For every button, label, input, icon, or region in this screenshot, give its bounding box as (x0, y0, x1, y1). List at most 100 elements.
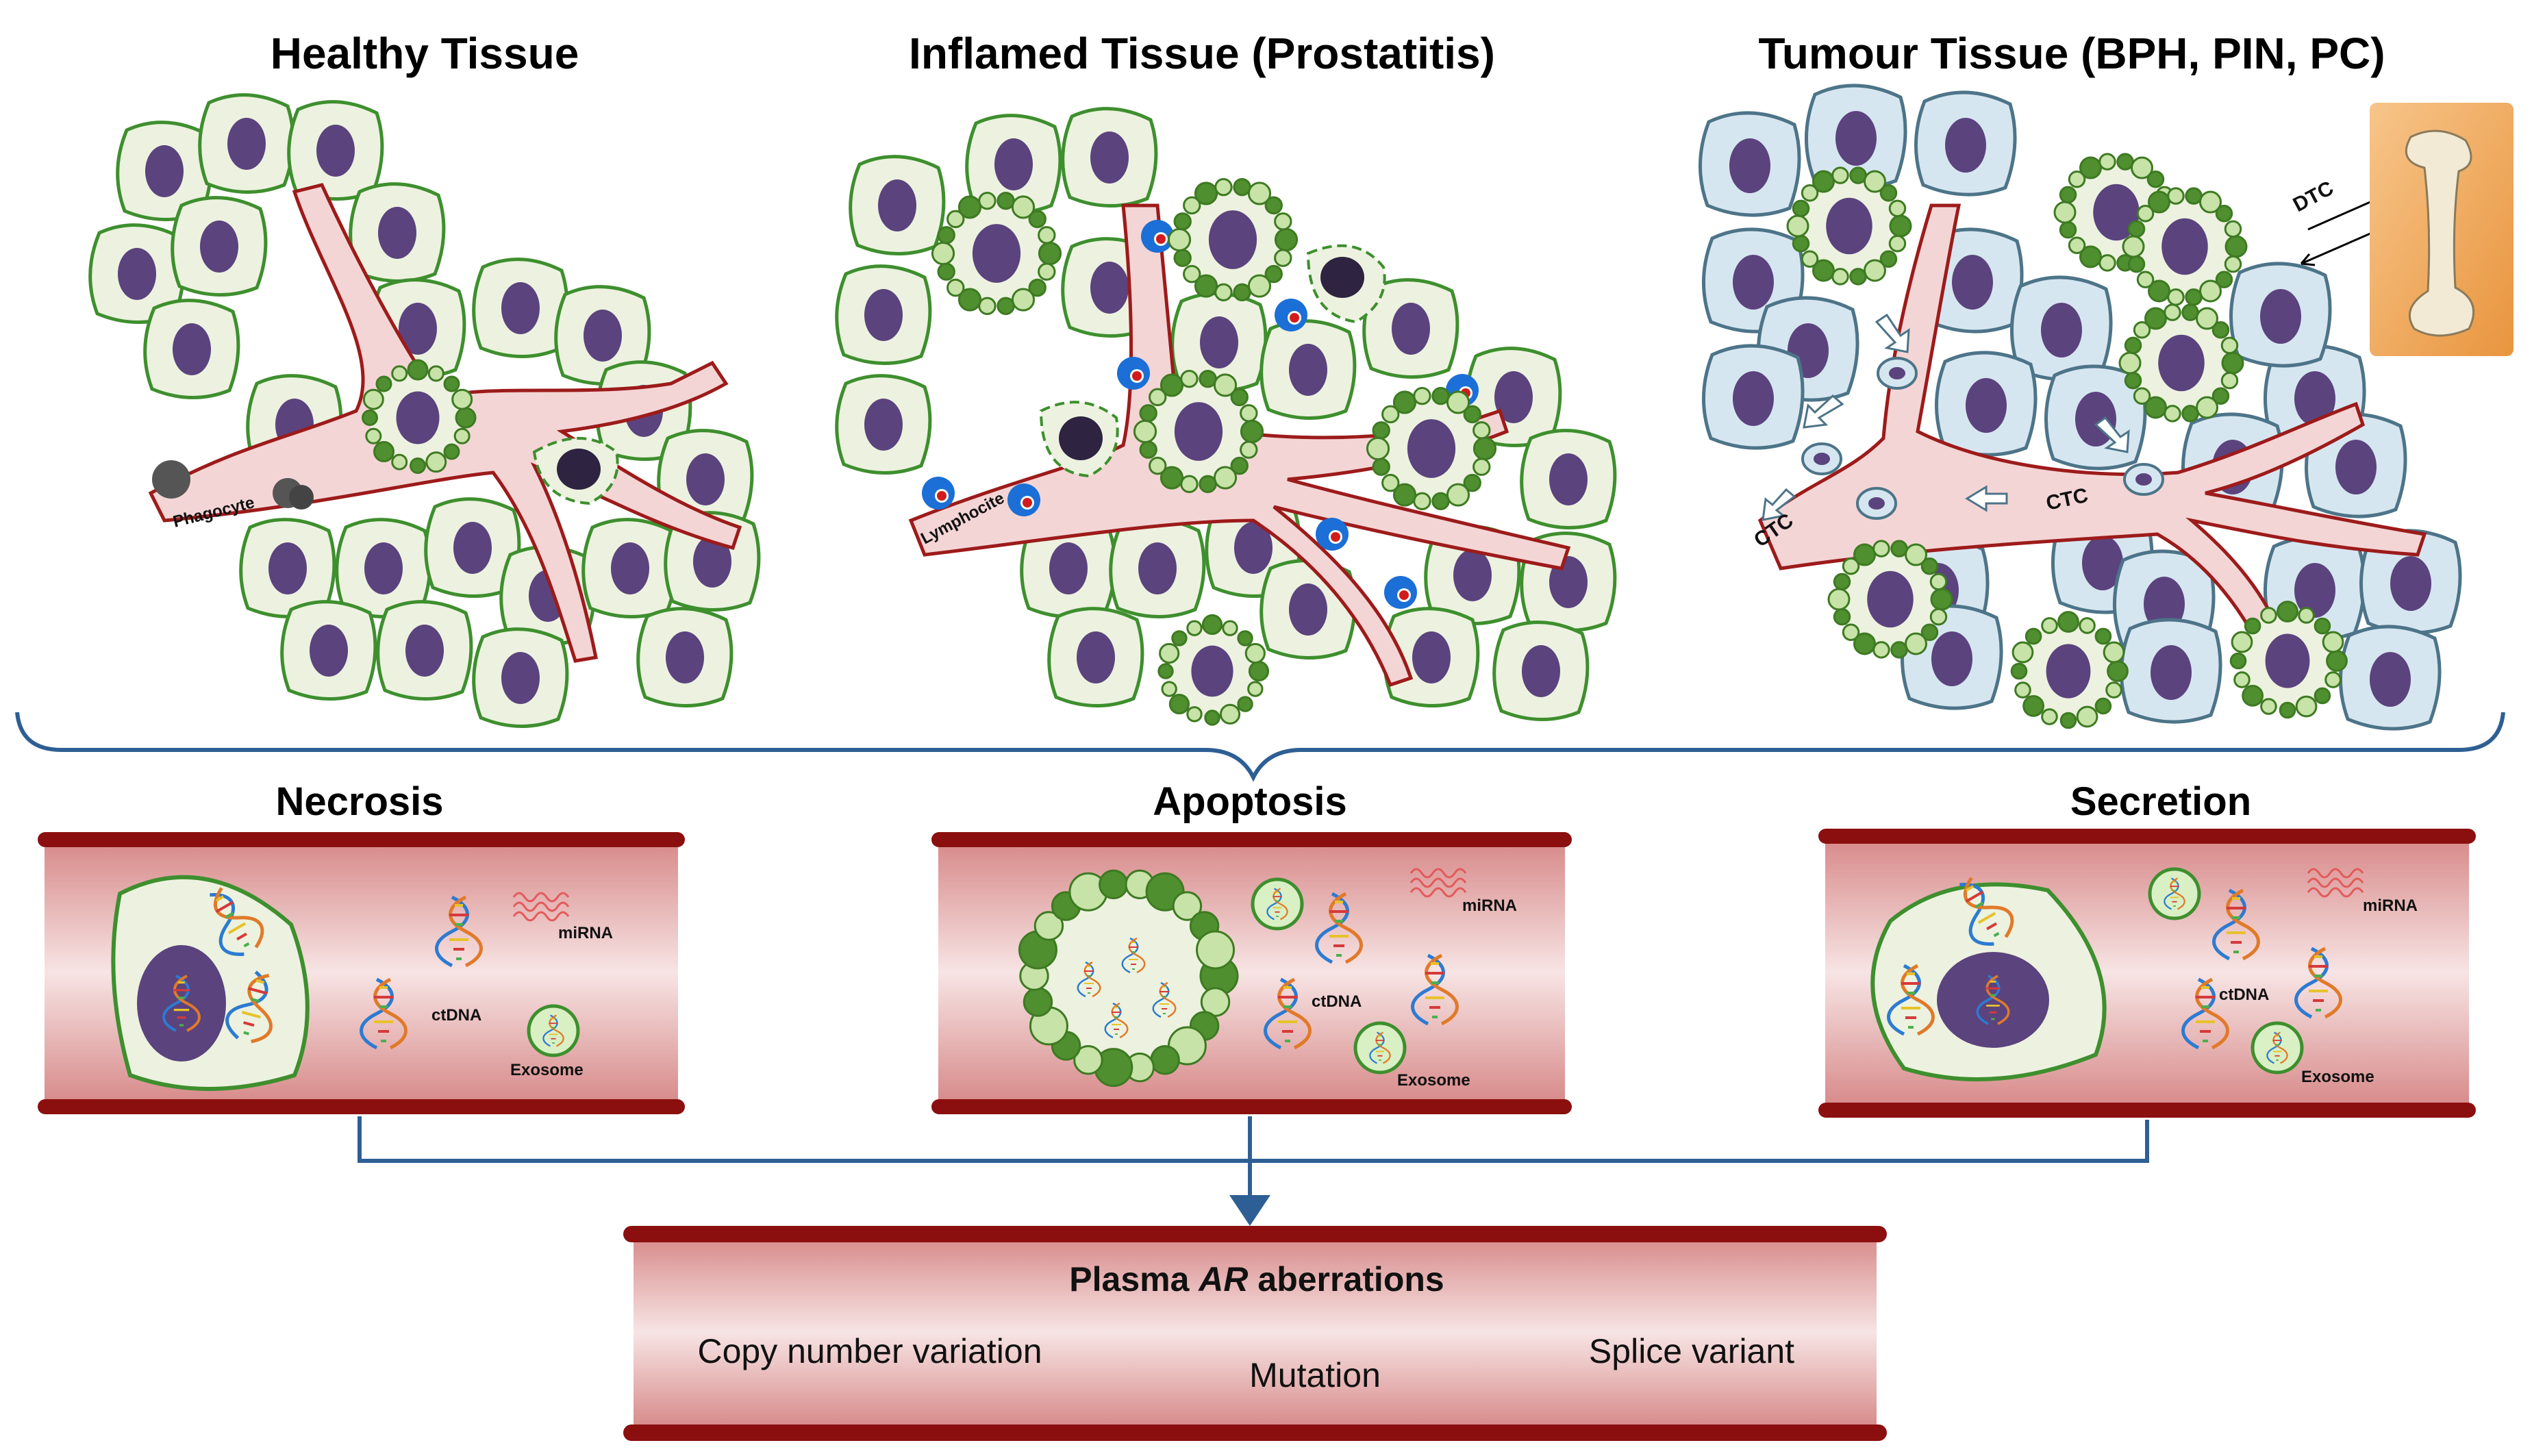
vesicle (391, 365, 408, 382)
vesicle (996, 297, 1015, 316)
vesicle (1366, 436, 1390, 461)
epithelial-cell (173, 198, 266, 295)
vesicle (1186, 620, 1203, 636)
vesicle (1233, 283, 1251, 302)
vesicle (1038, 262, 1056, 281)
vesicle (1879, 184, 1898, 202)
vesicle (1247, 681, 1264, 697)
vesicle (1194, 274, 1218, 298)
vesicle (2094, 697, 2112, 715)
vesicle (2215, 205, 2233, 223)
vesicle (1864, 259, 1886, 282)
vesicle (2148, 279, 2170, 303)
vesicle (443, 443, 460, 460)
lymphocyte-icon (1007, 484, 1040, 516)
vesicle (1472, 436, 1497, 461)
vesicle (2022, 695, 2044, 717)
vesicle (1842, 557, 1860, 575)
necrotic-cell-nucleus (137, 945, 226, 1062)
vesicle (1853, 543, 1876, 566)
vesicle (391, 453, 408, 470)
tumour-cell (1700, 113, 1799, 215)
epithelial-cell (837, 266, 930, 364)
epithelial-cell (1049, 609, 1142, 706)
vesicle (1139, 440, 1157, 459)
epithelial-cell (1262, 321, 1355, 418)
vesicle (1929, 573, 1948, 591)
epithelial-cell (851, 157, 944, 254)
vesicle (2185, 187, 2203, 205)
acinus (931, 191, 1062, 316)
vesicle (2224, 255, 2242, 273)
vesicle (1186, 706, 1203, 723)
vesicle (2314, 687, 2331, 705)
vesicle (2196, 396, 2218, 419)
vesicle (1472, 421, 1491, 440)
apoptosis-title: Apoptosis (1153, 779, 1347, 824)
vesicle (2260, 698, 2277, 715)
necrosis-title: Necrosis (275, 779, 443, 824)
vesicle (1011, 195, 1036, 219)
acinus (2010, 611, 2129, 729)
epithelial-cell (1494, 623, 1588, 720)
vesicle (2224, 235, 2248, 258)
vesicle (1230, 456, 1249, 475)
vesicle (2167, 187, 2185, 205)
vesicle (2277, 601, 2298, 623)
vesicle (2199, 279, 2222, 303)
vesicle (2199, 190, 2222, 214)
vesicle (1248, 660, 1270, 682)
acinus (1018, 869, 1239, 1088)
vesicle (1173, 249, 1192, 267)
blood-vessel (1757, 203, 2427, 681)
vesicle (1168, 693, 1190, 715)
inflamed-tissue-title: Inflamed Tissue (Prostatitis) (909, 29, 1495, 78)
vesicle (1463, 473, 1481, 492)
vesicle (1920, 557, 1939, 575)
vesicle (2279, 701, 2296, 719)
vesicle (2094, 627, 2112, 645)
vesicle (2041, 708, 2058, 725)
vesicle (1139, 404, 1157, 423)
ctc-cells (1801, 357, 2164, 520)
vesicle (1240, 419, 1264, 444)
vesicle (957, 288, 982, 312)
vesicle (1792, 199, 1810, 218)
vesicle (2133, 321, 2151, 339)
epithelial-cell (474, 629, 567, 727)
vesicle (2025, 627, 2042, 645)
vesicle (2127, 220, 2146, 238)
exosome-icon (2253, 1023, 2302, 1072)
mutation-label: Mutation (1249, 1356, 1381, 1394)
vesicle (2011, 641, 2034, 664)
vesicle (2124, 336, 2142, 355)
vesicle (2295, 695, 2318, 718)
vesicle (1150, 1045, 1180, 1075)
vesicle (1237, 630, 1253, 647)
vesicle (1890, 540, 1908, 557)
vesicle (1274, 249, 1292, 267)
vesicle (1372, 421, 1390, 440)
vesicle (1244, 642, 1266, 664)
vesicle (1172, 891, 1203, 921)
vesicle (1204, 710, 1220, 726)
vesicle (2098, 254, 2116, 272)
vesicle (1853, 632, 1876, 655)
vesicle (2079, 245, 2102, 268)
vesicle (947, 210, 965, 229)
vesicle (1183, 264, 1201, 284)
vesicle (427, 365, 444, 382)
vesicle (1463, 405, 1481, 424)
vesicle (1133, 419, 1157, 444)
vesicle (2231, 631, 2253, 653)
vesicle (1831, 166, 1849, 184)
vesicle (1199, 369, 1217, 388)
vesicle (1888, 234, 1907, 253)
vesicle (1194, 181, 1218, 205)
vesicle (1199, 475, 1217, 494)
vesicle (2124, 371, 2142, 390)
vesicle (1028, 210, 1046, 229)
vesicle (2326, 650, 2348, 672)
vesicle (2059, 712, 2077, 729)
